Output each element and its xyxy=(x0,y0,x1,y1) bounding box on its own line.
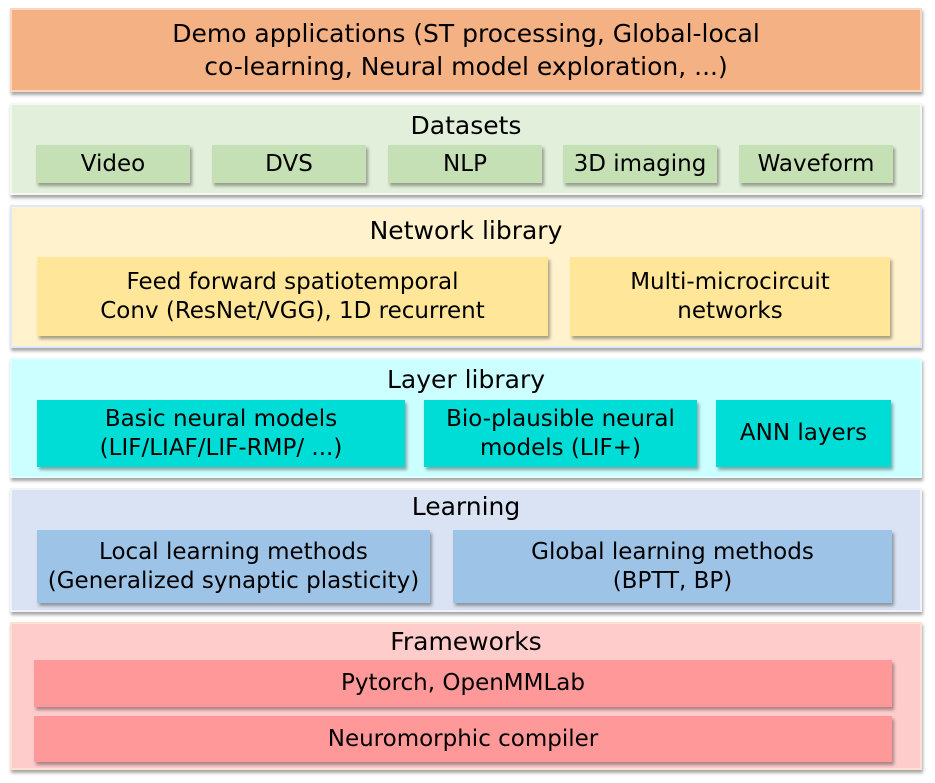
demo-applications-layer: Demo applications (ST processing, Global… xyxy=(10,8,922,92)
layer-bio-plausible: Bio-plausible neural models (LIF+) xyxy=(424,400,697,467)
dataset-3d-imaging: 3D imaging xyxy=(563,145,717,183)
dataset-video: Video xyxy=(36,145,190,183)
network-library-title: Network library xyxy=(369,216,563,245)
layer-ann-layers: ANN layers xyxy=(716,400,891,467)
layer-basic-neural-models: Basic neural models (LIF/LIAF/LIF-RMP/ .… xyxy=(37,400,405,467)
framework-neuromorphic-compiler: Neuromorphic compiler xyxy=(34,716,892,762)
dataset-dvs: DVS xyxy=(212,145,366,183)
frameworks-title: Frameworks xyxy=(390,627,542,656)
dataset-waveform: Waveform xyxy=(739,145,893,183)
frameworks-layer: Frameworks Pytorch, OpenMMLab Neuromorph… xyxy=(10,622,922,770)
datasets-title: Datasets xyxy=(410,111,522,140)
learning-title: Learning xyxy=(411,492,521,521)
learning-global-methods: Global learning methods (BPTT, BP) xyxy=(453,530,892,603)
datasets-layer: Datasets Video DVS NLP 3D imaging Wavefo… xyxy=(10,103,922,195)
demo-applications-text: Demo applications (ST processing, Global… xyxy=(172,19,760,81)
network-library-layer: Network library Feed forward spatiotempo… xyxy=(10,205,922,348)
dataset-nlp: NLP xyxy=(388,145,542,183)
network-multi-microcircuit: Multi-microcircuit networks xyxy=(570,257,890,336)
learning-layer: Learning Local learning methods (General… xyxy=(10,488,922,612)
layer-library-title: Layer library xyxy=(386,365,546,394)
framework-pytorch-openmmlab: Pytorch, OpenMMLab xyxy=(34,660,892,707)
network-feed-forward: Feed forward spatiotemporal Conv (ResNet… xyxy=(37,257,548,336)
layer-library-layer: Layer library Basic neural models (LIF/L… xyxy=(10,358,922,478)
learning-local-methods: Local learning methods (Generalized syna… xyxy=(37,530,430,603)
